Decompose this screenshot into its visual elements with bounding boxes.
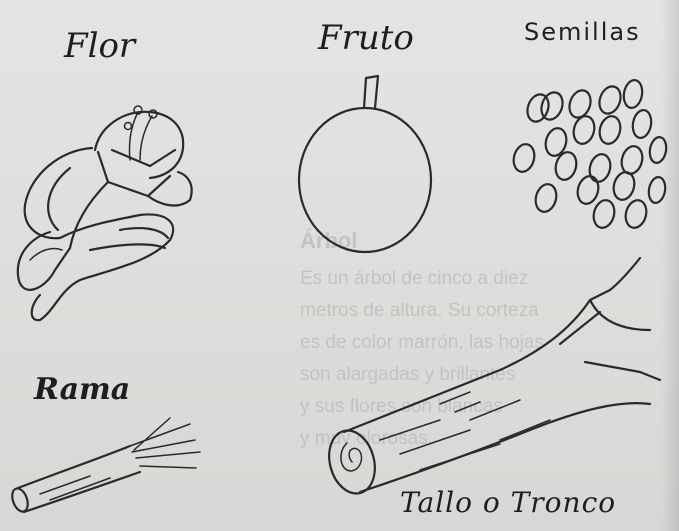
fruit-drawing (299, 76, 431, 252)
label-semillas: Semillas (524, 18, 641, 46)
flower-drawing (18, 106, 192, 320)
label-rama: Rama (34, 372, 130, 407)
label-flor: Flor (64, 26, 135, 66)
branch-drawing (9, 418, 200, 514)
label-tallo-o-tronco: Tallo o Tronco (400, 486, 616, 519)
trunk-drawing (322, 258, 660, 499)
label-fruto: Fruto (318, 18, 414, 58)
seeds-drawing (511, 79, 668, 230)
page-edge-shadow (661, 0, 679, 531)
